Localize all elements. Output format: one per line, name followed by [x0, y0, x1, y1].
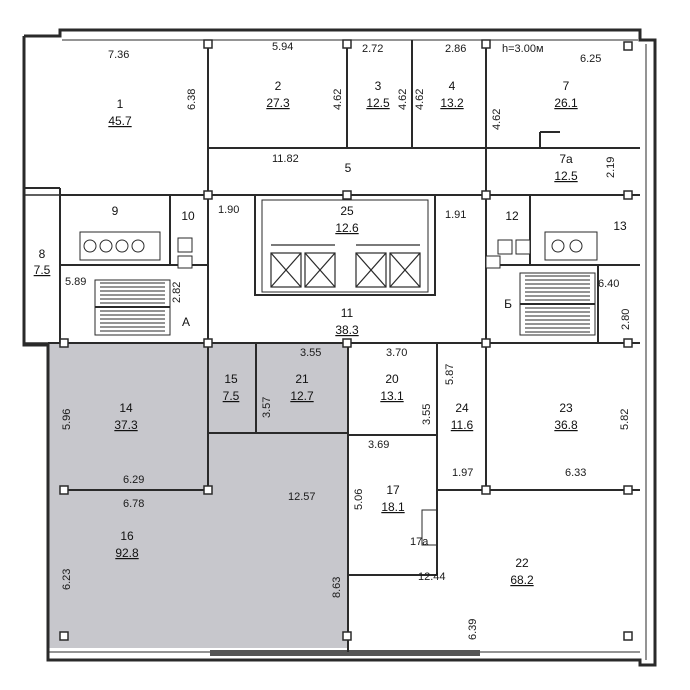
room-15-number: 15 — [224, 372, 238, 386]
room-22-number: 22 — [515, 556, 529, 570]
stair-label-right: Б — [504, 297, 512, 311]
interior-walls — [24, 40, 640, 652]
room-11-area: 38.3 — [335, 323, 359, 337]
dim-2-72: 2.72 — [362, 43, 383, 55]
room-25-area: 12.6 — [335, 221, 359, 235]
dim-5-96: 5.96 — [61, 409, 73, 430]
room-17-number: 17 — [386, 483, 400, 497]
highlighted-area — [48, 343, 348, 648]
room-2-area: 27.3 — [266, 96, 290, 110]
dim-6-38: 6.38 — [186, 89, 198, 110]
dim-3-57: 3.57 — [261, 397, 273, 418]
dim-2-19: 2.19 — [605, 157, 617, 178]
room-11-number: 11 — [341, 306, 354, 320]
room-8-number: 8 — [39, 247, 46, 261]
room-13-number: 13 — [613, 219, 627, 233]
dim-2-86: 2.86 — [445, 43, 466, 55]
room-14-number: 14 — [119, 401, 133, 415]
room-3-area: 12.5 — [366, 96, 390, 110]
stair-left-treads — [100, 282, 165, 332]
toilet-fixtures-left — [79, 231, 193, 269]
dim-3-55b: 3.55 — [421, 404, 433, 425]
room-16-area: 92.8 — [115, 546, 139, 560]
room-7-area: 26.1 — [554, 96, 578, 110]
dim-6-40: 6.40 — [598, 278, 619, 290]
room-21-area: 12.7 — [290, 389, 314, 403]
room-7a-area: 12.5 — [554, 169, 578, 183]
dim-3-55a: 3.55 — [300, 347, 321, 359]
dim-4-62-a: 4.62 — [332, 89, 344, 110]
room-23-area: 36.8 — [554, 418, 578, 432]
dim-6-29: 6.29 — [123, 474, 144, 486]
room-21-number: 21 — [295, 372, 309, 386]
room-14-area: 37.3 — [114, 418, 138, 432]
room-8-outline — [23, 194, 61, 344]
dim-6-25: 6.25 — [580, 53, 601, 65]
dim-2-82: 2.82 — [171, 282, 183, 303]
room-8-area: 7.5 — [34, 263, 51, 277]
dim-5-82: 5.82 — [619, 409, 631, 430]
room-15-area: 7.5 — [223, 389, 240, 403]
room-10-number: 10 — [181, 209, 195, 223]
dim-6-33: 6.33 — [565, 467, 586, 479]
stair-left — [94, 279, 171, 336]
room-4-number: 4 — [449, 79, 456, 93]
room-20-number: 20 — [385, 372, 399, 386]
room-1-number: 1 — [117, 97, 124, 111]
dim-11-82: 11.82 — [272, 153, 299, 165]
room-2-number: 2 — [275, 79, 282, 93]
stair-label-left: А — [182, 315, 190, 329]
room-1-area: 45.7 — [108, 114, 132, 128]
dim-4-62-d: 4.62 — [491, 109, 503, 130]
dim-12-57: 12.57 — [288, 491, 316, 503]
dim-4-62-c: 4.62 — [414, 89, 426, 110]
height-note: h=3.00м — [502, 43, 544, 55]
columns — [59, 39, 633, 641]
dim-12-44: 12.44 — [418, 571, 446, 583]
room-23-number: 23 — [559, 401, 573, 415]
dim-4-62-b: 4.62 — [397, 89, 409, 110]
dim-1-90: 1.90 — [218, 204, 239, 216]
dim-3-70: 3.70 — [386, 347, 407, 359]
room-7a-number: 7a — [559, 152, 573, 166]
room-4-area: 13.2 — [440, 96, 464, 110]
toilet-fixtures-right — [485, 231, 598, 269]
room-17-area: 18.1 — [381, 500, 405, 514]
room-20-area: 13.1 — [380, 389, 404, 403]
room-17a-number: 17a — [410, 536, 429, 548]
dim-6-78: 6.78 — [123, 498, 144, 510]
dim-6-23: 6.23 — [61, 569, 73, 590]
room-24-number: 24 — [455, 401, 469, 415]
dim-5-94: 5.94 — [272, 41, 293, 53]
dim-5-87: 5.87 — [444, 364, 456, 385]
dim-3-69: 3.69 — [368, 439, 389, 451]
elevator-shafts — [270, 244, 421, 288]
highlight-room-21 — [256, 343, 348, 433]
room-24-area: 11.6 — [451, 418, 474, 432]
stair-right — [519, 272, 596, 336]
room-22-area: 68.2 — [510, 573, 534, 587]
room-labels: 1 45.7 2 27.3 3 12.5 4 13.2 5 7 26.1 7a … — [34, 43, 627, 587]
room-16-number: 16 — [120, 529, 134, 543]
dim-6-39: 6.39 — [467, 619, 479, 640]
room-9-number: 9 — [112, 204, 119, 218]
dim-5-06: 5.06 — [353, 489, 365, 510]
dim-8-63: 8.63 — [331, 577, 343, 598]
room-25-number: 25 — [340, 204, 354, 218]
dim-1-97: 1.97 — [452, 467, 473, 479]
dim-2-80: 2.80 — [620, 309, 632, 330]
room-3-number: 3 — [375, 79, 382, 93]
room-5-number: 5 — [345, 161, 352, 175]
window-strip — [210, 650, 480, 656]
stair-right-treads — [525, 275, 590, 333]
dimension-labels: 7.36 5.94 2.72 2.86 6.25 11.82 1.90 1.91… — [61, 41, 632, 640]
dim-1-91: 1.91 — [445, 209, 466, 221]
room-12-number: 12 — [505, 209, 519, 223]
dim-7-36: 7.36 — [108, 49, 129, 61]
room-7-number: 7 — [563, 79, 570, 93]
dim-5-89: 5.89 — [65, 276, 86, 288]
